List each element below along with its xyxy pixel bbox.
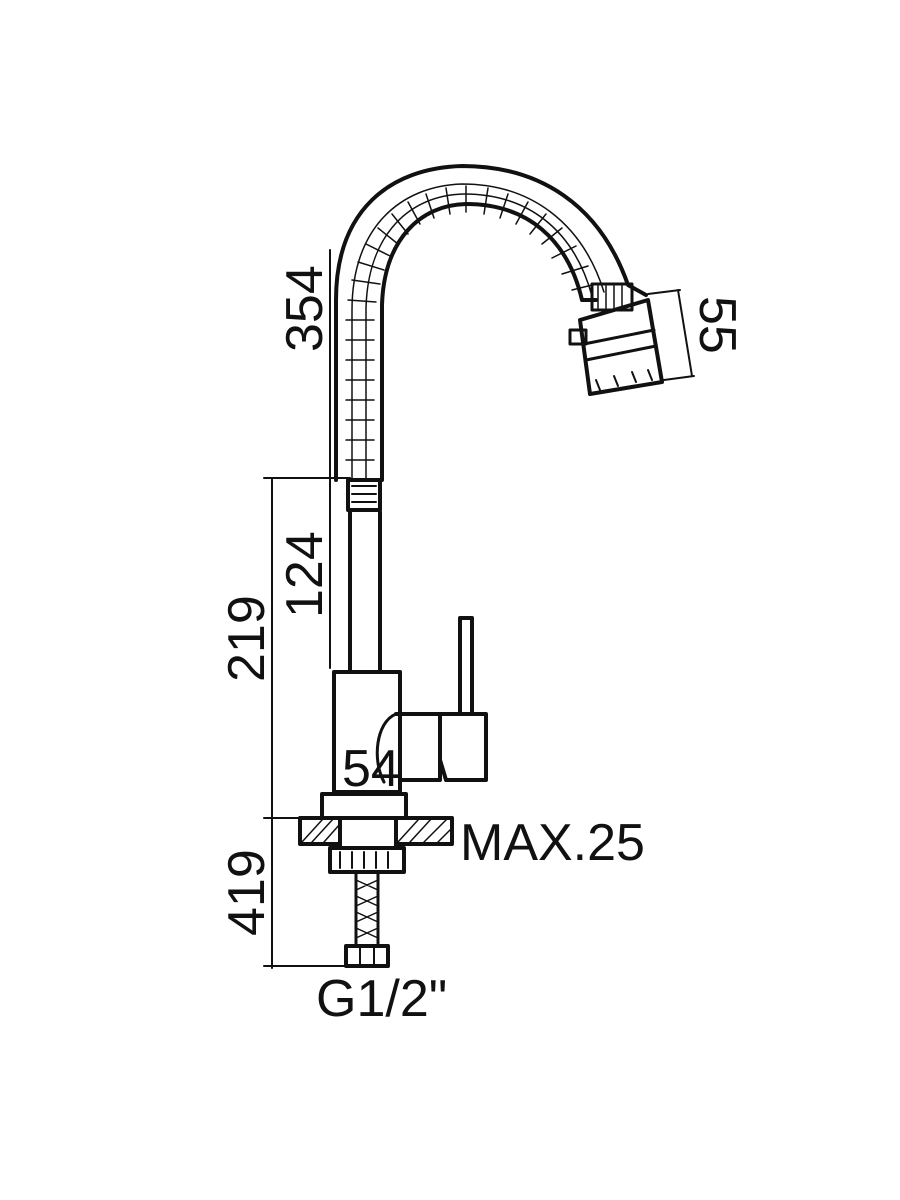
aerator-head [568, 298, 664, 396]
dimension-lines [263, 249, 351, 969]
total-height-label: 219 [218, 595, 276, 682]
aerator-size-label: 55 [688, 296, 746, 354]
body-pipe [346, 478, 382, 674]
spout-hose [334, 164, 648, 482]
below-counter-label: 419 [218, 849, 276, 936]
max-counter-label: MAX.25 [460, 814, 645, 872]
connection-label: G1/2" [316, 970, 447, 1028]
spout-height-label: 354 [276, 265, 334, 352]
body-height-label: 124 [276, 531, 334, 618]
aerator-dimension [647, 289, 695, 381]
base-width-label: 54 [342, 740, 400, 798]
base-mount [298, 792, 454, 968]
